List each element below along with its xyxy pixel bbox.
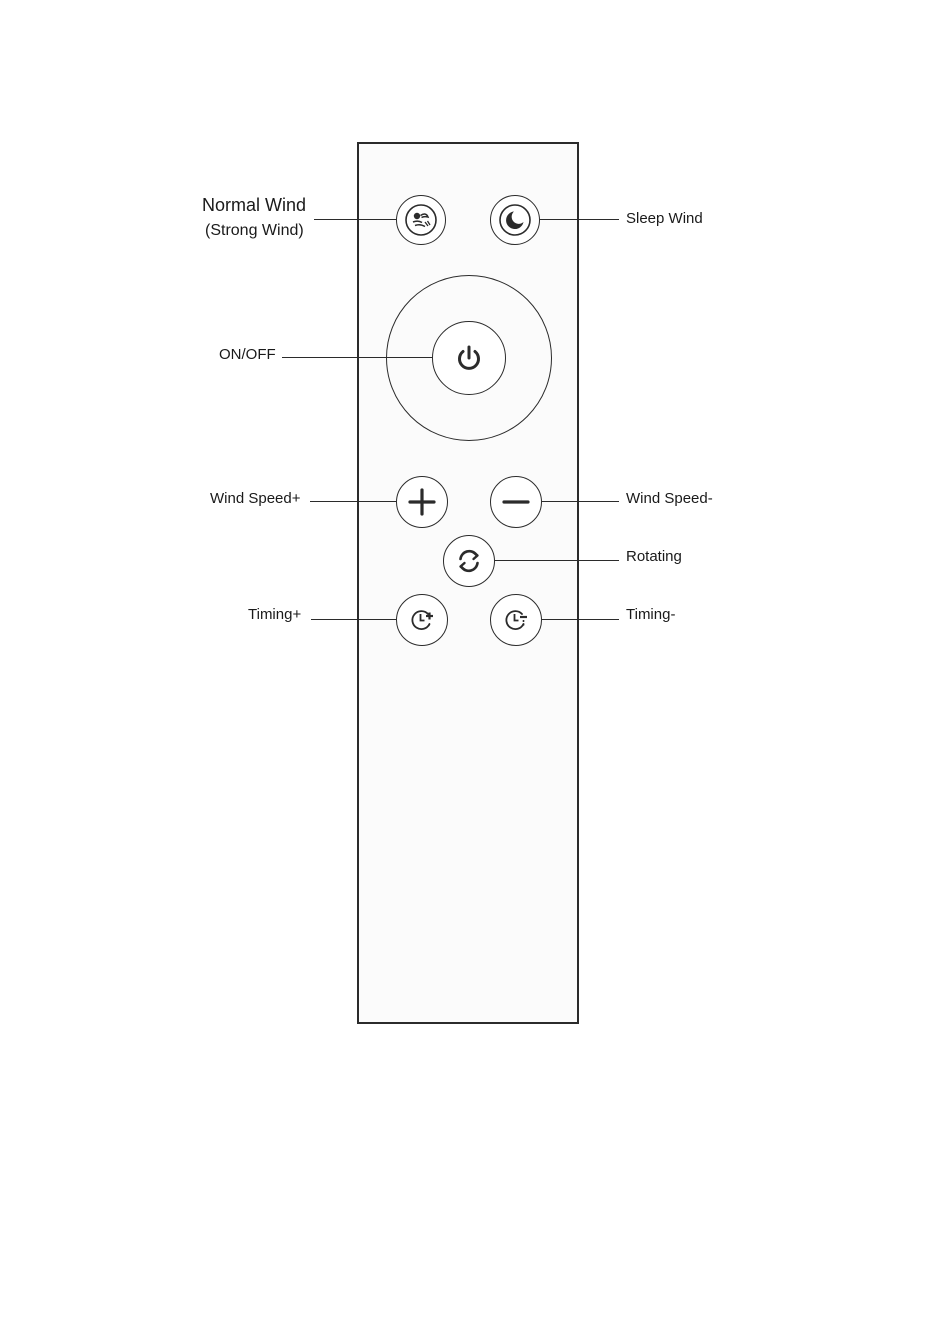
sleep-wind-label: Sleep Wind — [626, 210, 703, 228]
on-off-button[interactable] — [432, 321, 506, 395]
timing-plus-button[interactable] — [396, 594, 448, 646]
rotating-leader — [495, 560, 619, 561]
wind-mode-icon — [404, 203, 438, 237]
timing-minus-label: Timing- — [626, 606, 675, 624]
normal-wind-label: Normal Wind — [202, 195, 306, 216]
plus-icon — [407, 487, 437, 517]
wind-speed-minus-leader — [542, 501, 619, 502]
normal-wind-button[interactable] — [396, 195, 446, 245]
rotating-button[interactable] — [443, 535, 495, 587]
wind-speed-minus-label: Wind Speed- — [626, 490, 713, 508]
clock-minus-icon — [501, 605, 531, 635]
sleep-wind-button[interactable] — [490, 195, 540, 245]
timing-minus-leader — [542, 619, 619, 620]
minus-icon — [501, 487, 531, 517]
rotate-icon — [454, 546, 484, 576]
normal-wind-leader — [314, 219, 396, 220]
wind-speed-plus-button[interactable] — [396, 476, 448, 528]
moon-icon — [498, 203, 532, 237]
strong-wind-label: (Strong Wind) — [205, 222, 304, 240]
wind-speed-minus-button[interactable] — [490, 476, 542, 528]
clock-plus-icon — [407, 605, 437, 635]
on-off-leader — [282, 357, 432, 358]
wind-speed-plus-leader — [310, 501, 396, 502]
timing-minus-button[interactable] — [490, 594, 542, 646]
wind-speed-plus-label: Wind Speed+ — [210, 490, 300, 508]
timing-plus-label: Timing+ — [248, 606, 301, 624]
on-off-label: ON/OFF — [219, 346, 276, 364]
sleep-wind-leader — [540, 219, 619, 220]
rotating-label: Rotating — [626, 548, 682, 566]
power-icon — [454, 343, 484, 373]
timing-plus-leader — [311, 619, 396, 620]
